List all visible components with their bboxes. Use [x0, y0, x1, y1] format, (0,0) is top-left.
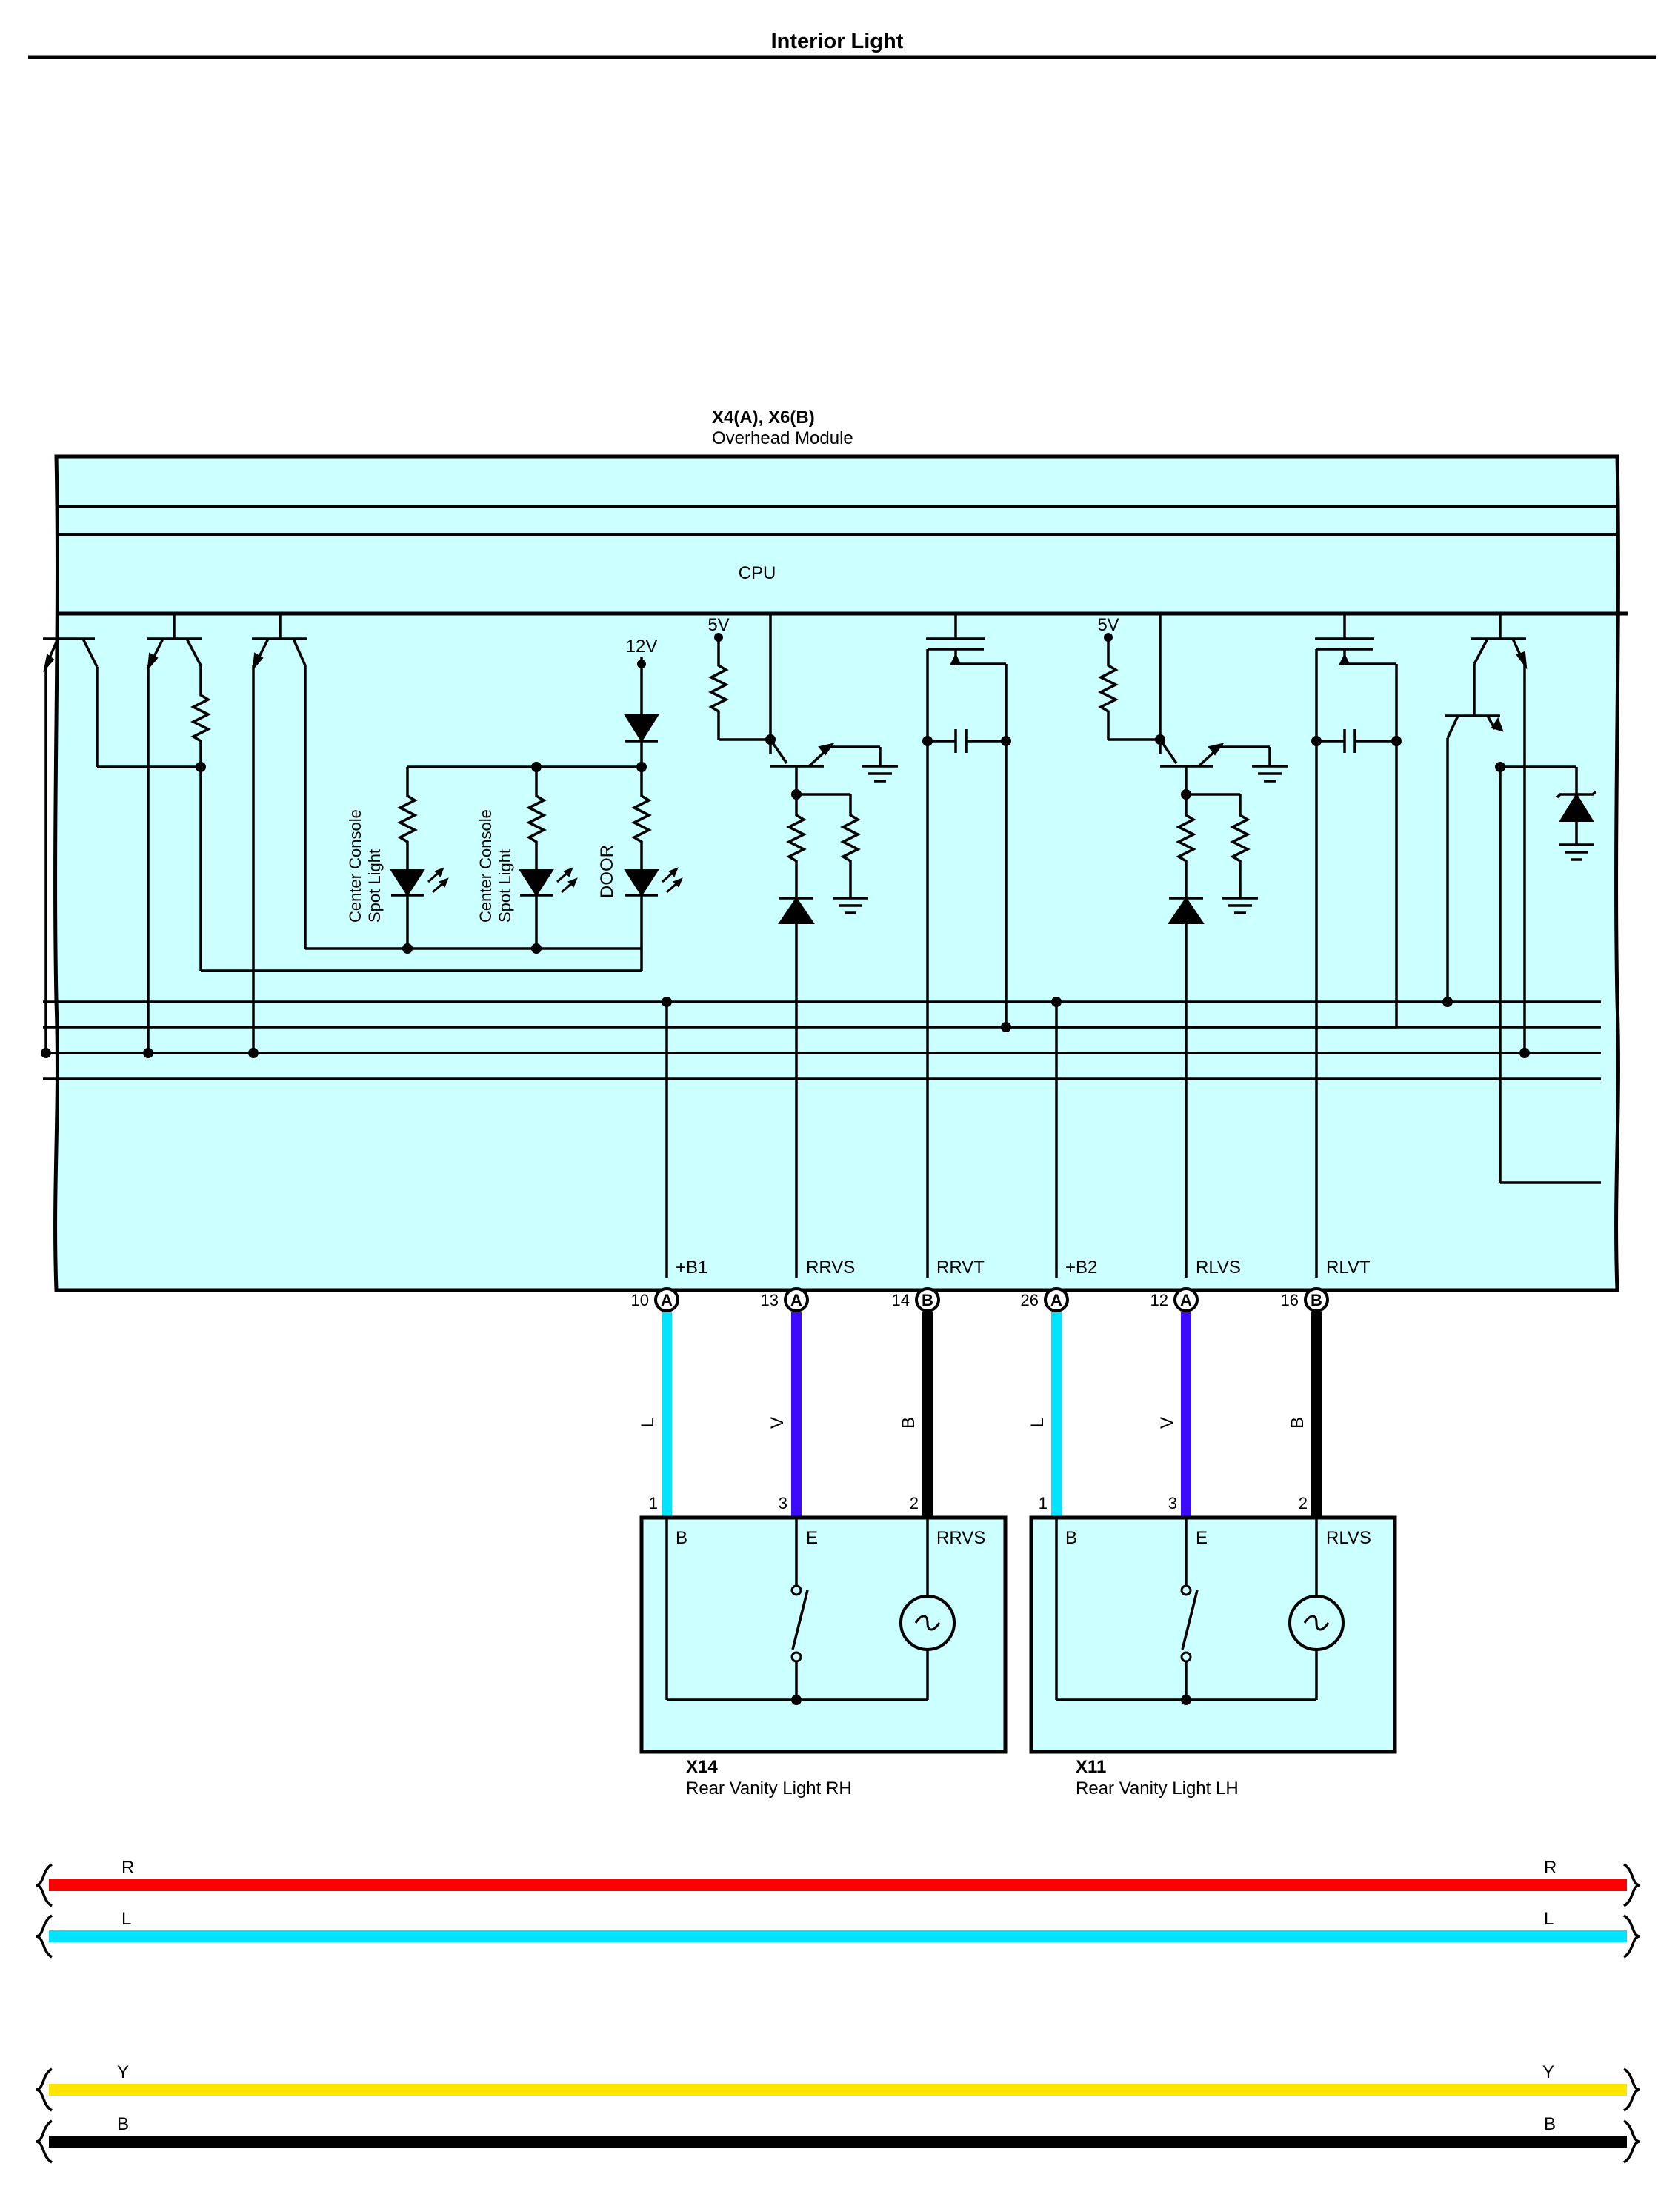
- wire-color-label: L: [638, 1418, 658, 1427]
- pin-number: 12: [1150, 1291, 1168, 1309]
- legend-code-left: B: [117, 2114, 129, 2134]
- harness-wires: L V B L V B: [638, 1312, 1322, 1518]
- cpu-label: CPU: [739, 563, 776, 583]
- component-name: Rear Vanity Light RH: [686, 1778, 852, 1799]
- terminal-label: E: [1196, 1528, 1208, 1548]
- component-x11: 1 3 2 B E RLVS X11 Rear Vanity Light LH: [1029, 1494, 1397, 1799]
- legend-bar-b: B B: [35, 2114, 1641, 2164]
- pin-14-b: 14 B: [892, 1287, 940, 1312]
- component-x14: 1 3 2 B E RRVS X14 Rear Vanity Light RH: [639, 1494, 1008, 1799]
- pin-name-b2: +B2: [1065, 1258, 1097, 1278]
- component-code: X11: [1076, 1757, 1106, 1777]
- legend-code-right: Y: [1542, 2062, 1554, 2082]
- pin-connector: B: [1311, 1291, 1322, 1309]
- pin-13-a: 13 A: [761, 1287, 809, 1312]
- module-code: X4(A), X6(B): [712, 408, 815, 428]
- pin-16-b: 16 B: [1281, 1287, 1329, 1312]
- v5-left-label: 5V: [707, 615, 729, 635]
- wire-color-label: B: [1288, 1417, 1308, 1429]
- terminal-label: B: [1065, 1528, 1077, 1548]
- v12-label: 12V: [626, 637, 658, 657]
- pin-connector: A: [1050, 1291, 1062, 1309]
- legend-bar-l: L L: [35, 1909, 1641, 1959]
- legend-code-left: R: [121, 1858, 134, 1878]
- page-title: Interior Light: [771, 30, 904, 53]
- terminal-label: E: [806, 1528, 818, 1548]
- terminal-label: RLVS: [1326, 1528, 1371, 1548]
- legend-bar-y: Y Y: [35, 2062, 1641, 2112]
- pin-connector: A: [790, 1291, 802, 1309]
- pin-10-a: 10 A: [631, 1287, 679, 1312]
- pin-name-rlvs: RLVS: [1196, 1258, 1241, 1278]
- pin-number: 3: [1168, 1494, 1177, 1512]
- pin-number: 1: [649, 1494, 658, 1512]
- terminal-label: RRVS: [936, 1528, 985, 1548]
- pin-26-a: 26 A: [1021, 1287, 1069, 1312]
- pin-name-rrvt: RRVT: [936, 1258, 985, 1278]
- spot-light-2-label-line1: Center Console: [476, 809, 495, 923]
- component-code: X14: [686, 1757, 718, 1777]
- right-side-circuit: [1442, 614, 1597, 1058]
- pin-number: 26: [1021, 1291, 1039, 1309]
- component-name: Rear Vanity Light LH: [1076, 1778, 1239, 1799]
- pin-number: 1: [1039, 1494, 1048, 1512]
- v5-right-label: 5V: [1097, 615, 1119, 635]
- door-label: DOOR: [597, 845, 617, 898]
- pin-number: 16: [1281, 1291, 1299, 1309]
- pin-number: 2: [910, 1494, 919, 1512]
- pin-connector: A: [1180, 1291, 1192, 1309]
- wire-color-label: V: [767, 1417, 787, 1429]
- legend-code-left: L: [121, 1909, 131, 1929]
- pin-name-b1: +B1: [676, 1258, 707, 1278]
- pin-12-a: 12 A: [1150, 1287, 1199, 1312]
- pin-number: 2: [1299, 1494, 1308, 1512]
- pin-connector: A: [661, 1291, 673, 1309]
- legend-code-left: Y: [117, 2062, 129, 2082]
- rr-driver-circuit: 5V: [662, 614, 1396, 1278]
- legend-bar-r: R R: [35, 1858, 1641, 1907]
- pin-number: 10: [631, 1291, 649, 1309]
- spot-light-1-label-line1: Center Console: [346, 809, 364, 923]
- wire-color-label: L: [1028, 1418, 1048, 1427]
- left-transistor-group: [41, 614, 642, 1058]
- terminal-label: B: [676, 1528, 687, 1548]
- legend-code-right: B: [1544, 2114, 1556, 2134]
- pin-name-rrvs: RRVS: [806, 1258, 855, 1278]
- legend-code-right: R: [1544, 1858, 1556, 1878]
- led-network: 12V Center Console Spo: [346, 637, 683, 971]
- wire-color-label: B: [899, 1417, 919, 1429]
- pin-connector: B: [922, 1291, 933, 1309]
- connector-pins: 10 A 13 A 14 B 26 A 12 A 16 B: [631, 1287, 1329, 1312]
- wire-color-label: V: [1157, 1417, 1177, 1429]
- pin-name-rlvt: RLVT: [1326, 1258, 1371, 1278]
- spot-light-1-label-line2: Spot Light: [365, 849, 384, 923]
- legend-code-right: L: [1544, 1909, 1554, 1929]
- spot-light-2-label-line2: Spot Light: [496, 849, 514, 923]
- pin-number: 3: [779, 1494, 787, 1512]
- wire-color-legend: R R L L Y Y B B: [35, 1858, 1641, 2164]
- overhead-module-box: [53, 454, 1620, 1292]
- pin-number: 14: [892, 1291, 910, 1309]
- module-name: Overhead Module: [712, 428, 853, 448]
- module-pin-labels: +B1 RRVS RRVT +B2 RLVS RLVT: [676, 1258, 1371, 1278]
- rl-driver-circuit: 5V: [1051, 614, 1402, 1278]
- pin-number: 13: [761, 1291, 779, 1309]
